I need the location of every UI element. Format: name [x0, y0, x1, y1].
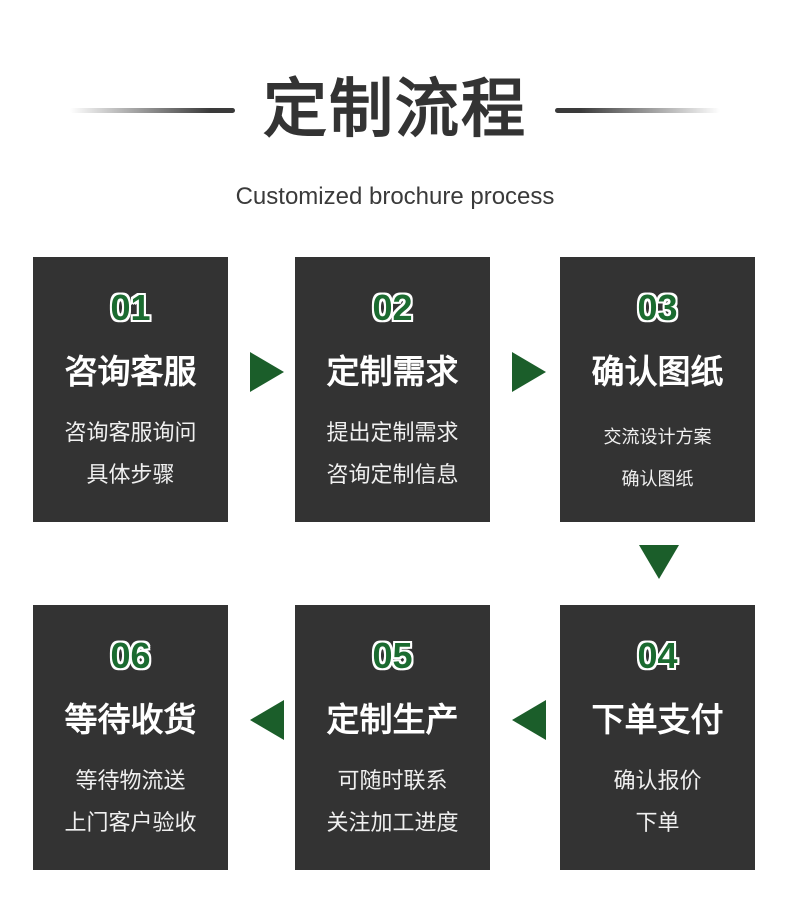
step-description-line: 交流设计方案	[603, 427, 712, 448]
step-card-04: 04 下单支付 确认报价 下单	[560, 605, 755, 870]
step-title: 定制生产	[326, 700, 459, 739]
step-number: 03	[637, 287, 678, 328]
title-divider-left	[70, 108, 235, 113]
step-number: 05	[372, 635, 413, 676]
step-title: 咨询客服	[64, 352, 197, 391]
step-description-line: 上门客户验收	[64, 811, 197, 836]
step-description: 交流设计方案 确认图纸	[560, 417, 755, 501]
step-description: 提出定制需求 咨询定制信息	[295, 413, 490, 497]
step-description-line: 关注加工进度	[326, 811, 459, 836]
step-description-line: 确认图纸	[621, 469, 694, 490]
step-title: 等待收货	[64, 700, 197, 739]
step-card-02: 02 定制需求 提出定制需求 咨询定制信息	[295, 257, 490, 522]
step-description-line: 下单	[635, 811, 680, 836]
step-number: 06	[110, 635, 151, 676]
arrow-right-icon	[250, 352, 284, 392]
step-card-03: 03 确认图纸 交流设计方案 确认图纸	[560, 257, 755, 522]
step-description-line: 具体步骤	[86, 463, 175, 488]
arrow-left-icon	[250, 700, 284, 740]
step-number: 04	[637, 635, 678, 676]
arrow-right-icon	[512, 352, 546, 392]
step-number: 01	[110, 287, 151, 328]
step-title: 定制需求	[326, 352, 459, 391]
step-card-01: 01 咨询客服 咨询客服询问 具体步骤	[33, 257, 228, 522]
page-subtitle: Customized brochure process	[235, 183, 555, 210]
step-description-line: 咨询客服询问	[64, 421, 197, 446]
title-divider-right	[555, 108, 720, 113]
step-description-line: 咨询定制信息	[326, 463, 459, 488]
step-description: 可随时联系 关注加工进度	[295, 761, 490, 845]
step-description-line: 确认报价	[613, 769, 702, 794]
step-description-line: 可随时联系	[337, 769, 448, 794]
page-title: 定制流程	[263, 73, 527, 147]
step-description: 等待物流送 上门客户验收	[33, 761, 228, 845]
step-title: 下单支付	[591, 700, 724, 739]
title-block: 定制流程	[0, 70, 790, 150]
step-number: 02	[372, 287, 413, 328]
step-description-line: 提出定制需求	[326, 421, 459, 446]
step-description-line: 等待物流送	[75, 769, 186, 794]
step-description: 确认报价 下单	[560, 761, 755, 845]
arrow-left-icon	[512, 700, 546, 740]
step-title: 确认图纸	[591, 352, 724, 391]
step-card-06: 06 等待收货 等待物流送 上门客户验收	[33, 605, 228, 870]
arrow-down-icon	[639, 545, 679, 579]
step-description: 咨询客服询问 具体步骤	[33, 413, 228, 497]
step-card-05: 05 定制生产 可随时联系 关注加工进度	[295, 605, 490, 870]
